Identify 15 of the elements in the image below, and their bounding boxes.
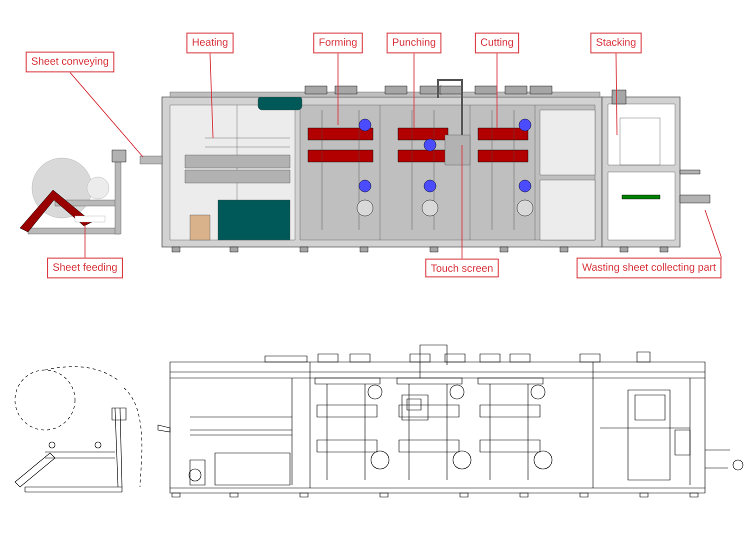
label-box: Sheet conveying <box>26 52 114 72</box>
label-box: Stacking <box>590 32 642 54</box>
label-box: Touch screen <box>425 258 499 278</box>
label-box: Wasting sheet collecting part <box>576 258 722 278</box>
label-box: Cutting <box>474 32 520 54</box>
leader-line <box>210 52 214 138</box>
leader-line <box>70 72 144 158</box>
leader-line <box>496 52 498 128</box>
label-box: Punching <box>386 32 442 54</box>
label-box: Forming <box>313 32 363 54</box>
label-box: Sheet feeding <box>47 258 123 278</box>
leader-line <box>84 224 86 258</box>
label-box: Heating <box>186 32 234 54</box>
leader-line <box>704 210 722 258</box>
leader-line <box>616 52 618 136</box>
